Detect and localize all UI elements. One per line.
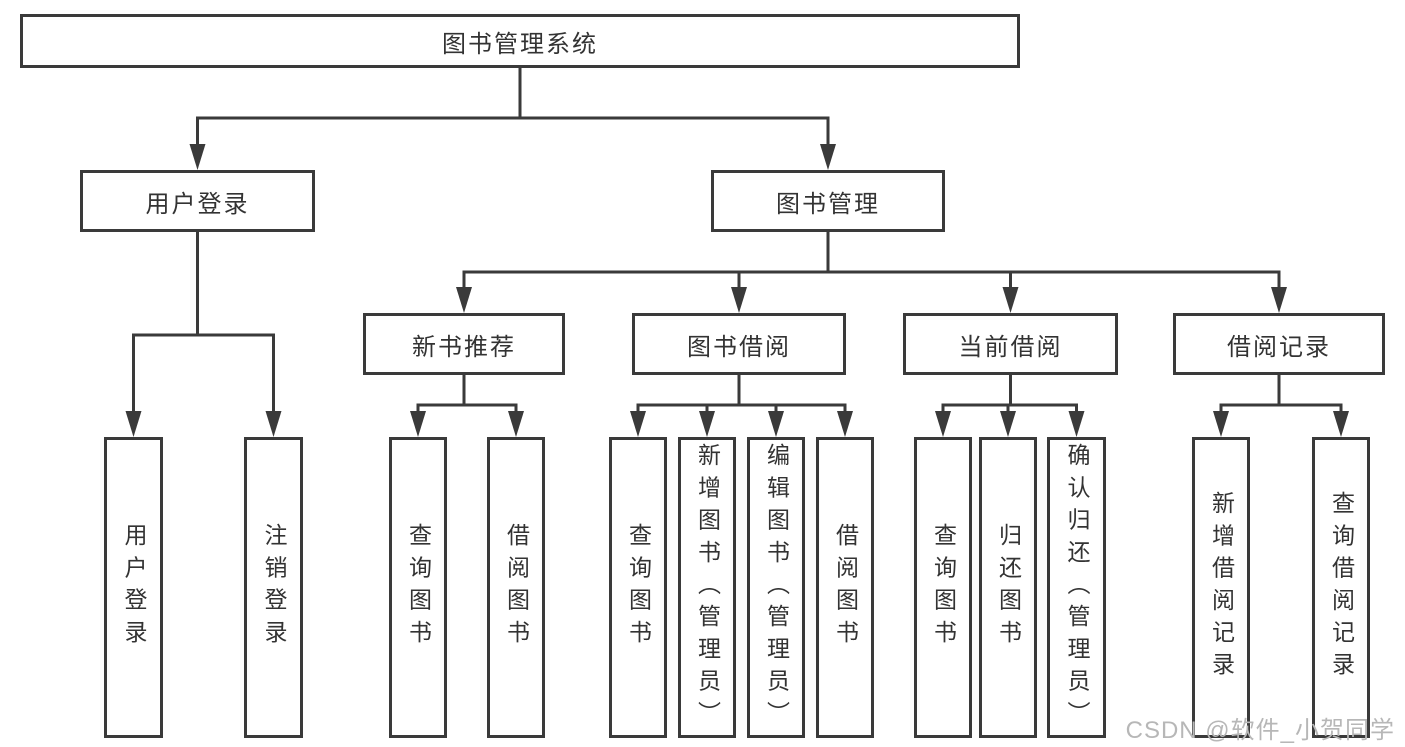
arrowhead-icon (1333, 411, 1349, 437)
arrowhead-icon (265, 411, 282, 437)
node-label: 查询图书 (625, 523, 652, 652)
arrowhead-icon (1213, 411, 1229, 437)
node-nb-query: 查询图书 (389, 437, 447, 738)
arrowhead-icon (837, 411, 853, 437)
node-label: 查询借阅记录 (1328, 490, 1355, 685)
arrowhead-icon (125, 411, 142, 437)
node-bb-edit: 编辑图书（管理员） (747, 437, 805, 738)
node-label: 图书管理系统 (442, 30, 598, 58)
arrowhead-icon (1002, 287, 1019, 313)
node-label: 当前借阅 (958, 333, 1063, 361)
node-label: 编辑图书（管理员） (763, 442, 790, 733)
node-label: 借阅图书 (503, 523, 530, 652)
node-label: 确认归还（管理员） (1064, 442, 1090, 733)
node-bb-query: 查询图书 (609, 437, 667, 738)
node-br-add: 新增借阅记录 (1192, 437, 1250, 738)
arrowhead-icon (768, 411, 784, 437)
node-leaf-user-login: 用户登录 (104, 437, 163, 738)
arrowhead-icon (456, 287, 472, 313)
arrowhead-icon (189, 144, 206, 170)
node-leaf-logout: 注销登录 (244, 437, 303, 738)
node-label: 用户登录 (145, 190, 250, 218)
node-label: 借阅图书 (832, 523, 859, 652)
node-label: 查询图书 (405, 523, 432, 652)
node-label: 新增借阅记录 (1208, 490, 1235, 685)
arrowhead-icon (731, 287, 747, 313)
node-label: 用户登录 (121, 523, 147, 652)
arrowhead-icon (630, 411, 646, 437)
node-br-query: 查询借阅记录 (1312, 437, 1370, 738)
arrowhead-icon (508, 411, 524, 437)
node-nb-borrow: 借阅图书 (487, 437, 545, 738)
arrowhead-icon (410, 411, 426, 437)
node-root: 图书管理系统 (20, 14, 1020, 68)
node-new-books: 新书推荐 (363, 313, 565, 375)
node-borrow-records: 借阅记录 (1173, 313, 1385, 375)
node-current-borrow: 当前借阅 (903, 313, 1118, 375)
node-bb-borrow: 借阅图书 (816, 437, 874, 738)
arrowhead-icon (699, 411, 715, 437)
arrowhead-icon (820, 144, 836, 170)
arrowhead-icon (935, 411, 951, 437)
arrowhead-icon (1271, 287, 1287, 313)
node-label: 新书推荐 (412, 333, 516, 361)
node-label: 归还图书 (995, 523, 1022, 652)
node-label: 查询图书 (930, 523, 957, 652)
node-label: 图书管理 (776, 190, 880, 218)
node-label: 新增图书（管理员） (694, 442, 721, 733)
node-bb-add: 新增图书（管理员） (678, 437, 736, 738)
node-label: 注销登录 (261, 523, 287, 652)
node-cb-query: 查询图书 (914, 437, 972, 738)
node-user-login: 用户登录 (80, 170, 315, 232)
node-book-borrow: 图书借阅 (632, 313, 846, 375)
node-cb-return: 归还图书 (979, 437, 1037, 738)
watermark: CSDN @软件_小贺同学 (1125, 717, 1395, 744)
node-cb-confirm: 确认归还（管理员） (1047, 437, 1106, 738)
node-label: 图书借阅 (687, 333, 791, 361)
node-book-mgmt: 图书管理 (711, 170, 945, 232)
node-label: 借阅记录 (1227, 333, 1331, 361)
arrowhead-icon (1000, 411, 1016, 437)
arrowhead-icon (1068, 411, 1085, 437)
